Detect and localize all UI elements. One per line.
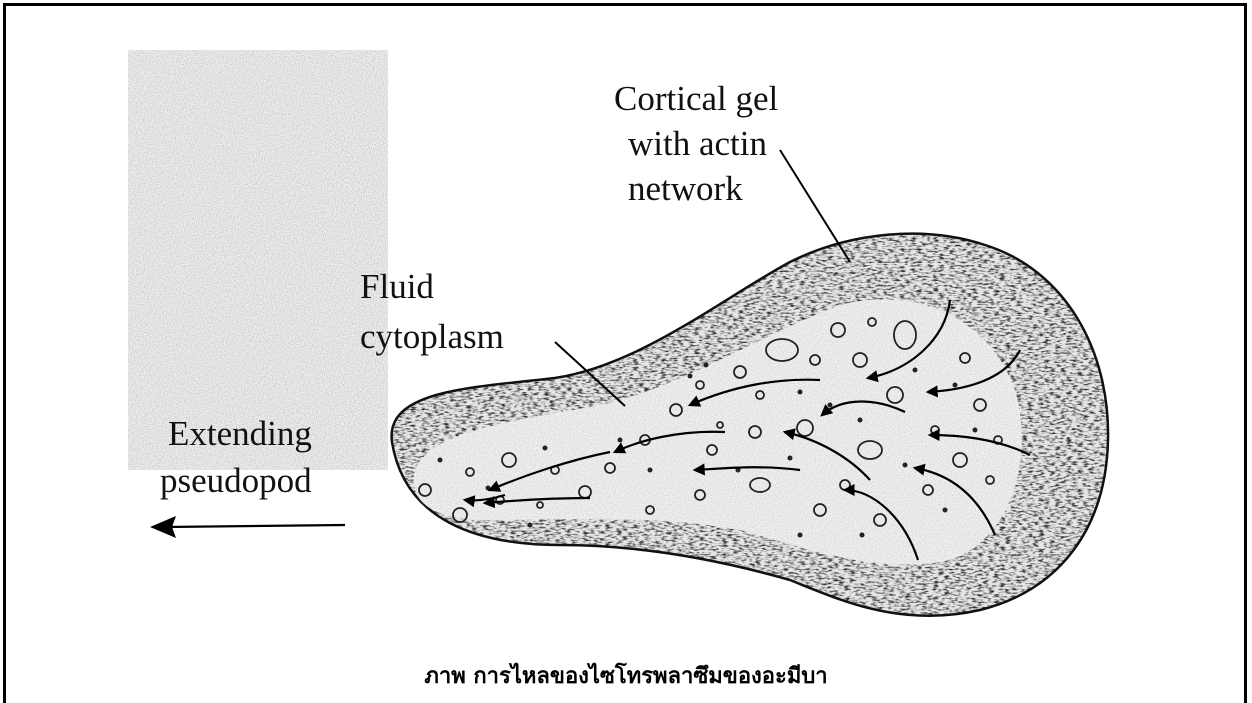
cortical-gel-line-3: network (628, 169, 743, 208)
figure-caption: ภาพ การไหลของไซโทรพลาซึมของอะมีบา (0, 658, 1252, 693)
extending-pseudopod-line-1: Extending (168, 414, 312, 453)
fluid-cytoplasm-line-1: Fluid (360, 267, 434, 306)
cortical-gel-line-2: with actin (628, 124, 767, 163)
background-grain (128, 50, 388, 470)
pseudopod-direction-arrow (150, 516, 345, 538)
label-cortical-gel: Cortical gel with actin network (614, 79, 850, 262)
cortical-gel-line-1: Cortical gel (614, 79, 779, 118)
extending-pseudopod-line-2: pseudopod (160, 461, 312, 500)
cortical-gel-leader-line (780, 150, 850, 262)
fluid-cytoplasm-line-2: cytoplasm (360, 317, 504, 356)
